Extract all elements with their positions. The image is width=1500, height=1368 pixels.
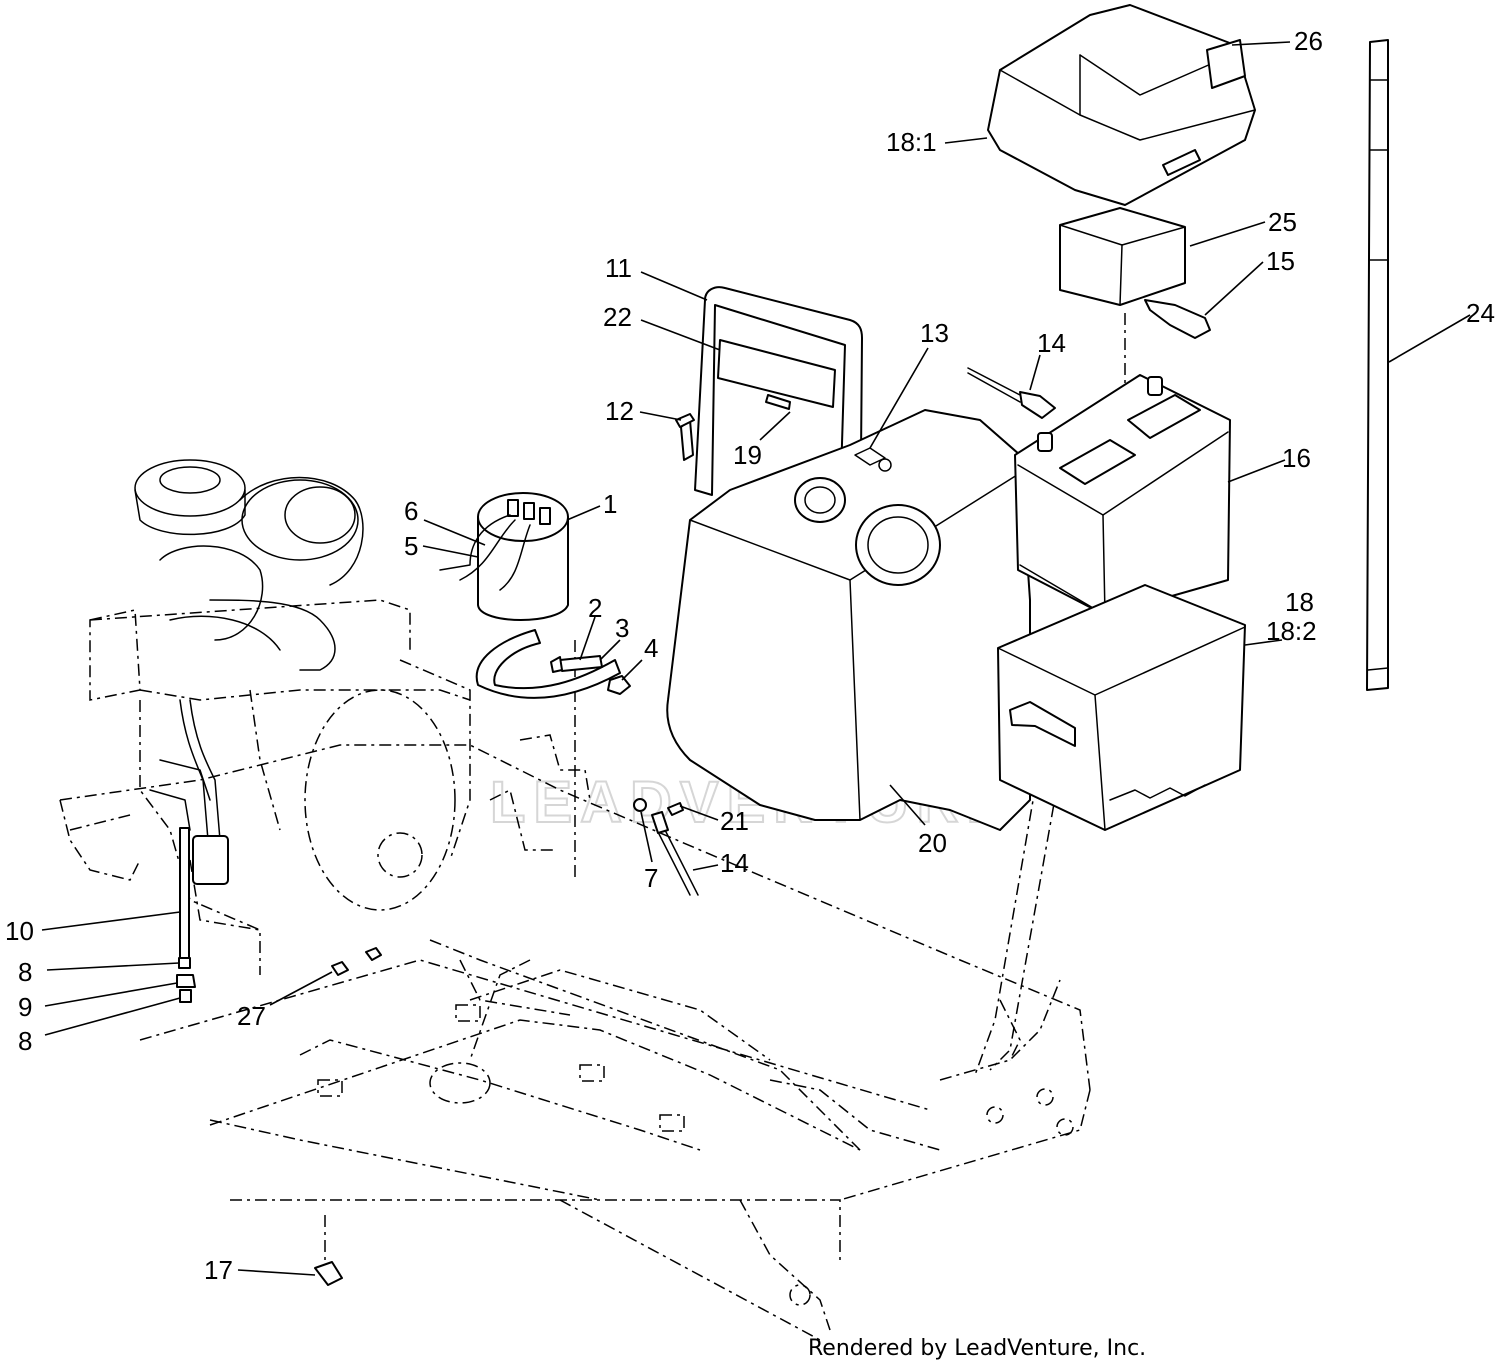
leader-lines <box>41 41 1471 1276</box>
callout-4: 4 <box>644 633 658 663</box>
clip-17 <box>314 1261 343 1286</box>
callout-19: 19 <box>733 440 762 470</box>
callout-14-top: 14 <box>1037 328 1066 358</box>
fuel-tank <box>666 409 1031 831</box>
battery-strap <box>1366 39 1389 691</box>
callout-24: 24 <box>1466 298 1495 328</box>
battery-cables <box>633 367 1056 896</box>
callout-6: 6 <box>404 496 418 526</box>
callout-12: 12 <box>605 396 634 426</box>
battery-cover <box>987 4 1256 206</box>
callout-21: 21 <box>720 806 749 836</box>
render-credit: Rendered by LeadVenture, Inc. <box>808 1336 1146 1361</box>
fuel-line <box>176 827 196 1003</box>
callout-26: 26 <box>1294 26 1323 56</box>
callout-13: 13 <box>920 318 949 348</box>
callout-18-1: 18:1 <box>886 127 937 157</box>
callout-9: 9 <box>18 992 32 1022</box>
callout-8-top: 8 <box>18 957 32 987</box>
battery-box <box>997 584 1246 831</box>
battery <box>1014 374 1231 616</box>
callout-7: 7 <box>644 863 658 893</box>
callout-20: 20 <box>918 828 947 858</box>
engine-assembly <box>59 459 471 975</box>
callout-3: 3 <box>615 613 629 643</box>
callout-labels: 26 18:1 25 15 24 11 22 13 14 12 19 16 6 … <box>5 26 1495 1285</box>
callout-22: 22 <box>603 302 632 332</box>
callout-11: 11 <box>605 253 632 283</box>
chassis-frame <box>59 310 1126 1341</box>
callout-2: 2 <box>588 593 602 623</box>
callout-17: 17 <box>204 1255 233 1285</box>
terminal-boot <box>1144 299 1211 339</box>
callout-15: 15 <box>1266 246 1295 276</box>
callout-18-2: 18:2 <box>1266 616 1317 646</box>
callout-5: 5 <box>404 531 418 561</box>
callout-8-bottom: 8 <box>18 1026 32 1056</box>
nuts-27 <box>331 947 382 976</box>
callout-16: 16 <box>1282 443 1311 473</box>
callout-27: 27 <box>237 1001 266 1031</box>
callout-1: 1 <box>603 489 617 519</box>
callout-25: 25 <box>1268 207 1297 237</box>
canister-strap <box>475 629 631 699</box>
callout-10: 10 <box>5 916 34 946</box>
callout-14-bottom: 14 <box>720 848 749 878</box>
callout-18: 18 <box>1285 587 1314 617</box>
fuel-canister <box>439 492 569 621</box>
battery-pad <box>1059 207 1186 306</box>
